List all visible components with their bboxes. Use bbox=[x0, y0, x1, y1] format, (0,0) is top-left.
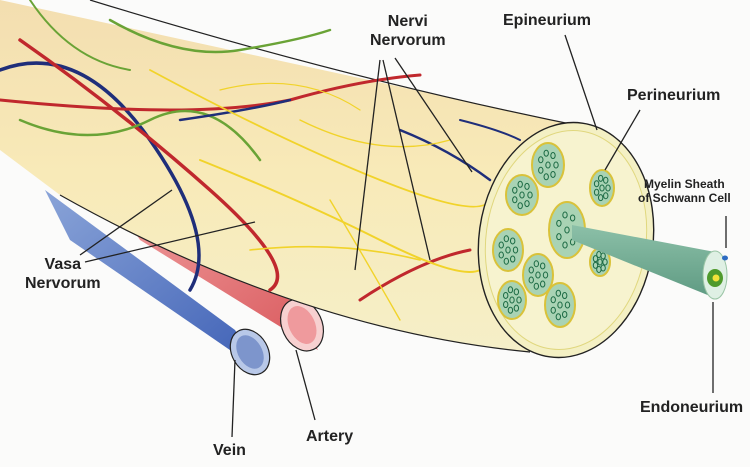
vessel-path bbox=[178, 98, 292, 122]
label-line: Nervorum bbox=[370, 32, 446, 50]
vessel-path bbox=[398, 128, 492, 182]
vessel-path bbox=[249, 245, 421, 261]
nerve-cross-section bbox=[477, 121, 655, 359]
vessel-path bbox=[358, 248, 472, 302]
label-artery: Artery bbox=[306, 428, 354, 445]
vessel-path bbox=[149, 69, 491, 208]
vessel-path bbox=[219, 82, 361, 111]
fascicle bbox=[505, 174, 539, 216]
label-nervi-nervorum: Nervi Nervorum bbox=[370, 12, 446, 50]
label-myelin-sheath: Myelin Sheath of Schwann Cell bbox=[638, 177, 731, 206]
label-vasa-nervorum: Vasa Nervorum bbox=[25, 255, 101, 293]
vessel-path bbox=[108, 18, 332, 54]
label-line: Nervi bbox=[387, 13, 428, 30]
label-line: Nervorum bbox=[25, 275, 101, 293]
label-line: Myelin Sheath bbox=[644, 177, 725, 191]
label-vein: Vein bbox=[213, 442, 246, 459]
label-line: of Schwann Cell bbox=[638, 191, 731, 206]
fascicle bbox=[589, 169, 615, 207]
label-perineurium: Perineurium bbox=[627, 87, 721, 104]
fascicle bbox=[589, 247, 611, 277]
leader-lines bbox=[79, 34, 727, 438]
fascicle bbox=[522, 253, 554, 297]
fascicle bbox=[492, 228, 524, 272]
fascicle bbox=[497, 280, 527, 320]
surface-vessels bbox=[0, 0, 521, 321]
label-epineurium: Epineurium bbox=[503, 12, 592, 29]
vessel-path bbox=[18, 38, 280, 292]
vessel-path bbox=[199, 159, 481, 273]
vessel-path bbox=[18, 109, 262, 162]
vessel-path bbox=[29, 0, 131, 71]
label-line: Vasa bbox=[44, 256, 82, 273]
nerve-trunk bbox=[0, 0, 591, 353]
axon-cone bbox=[572, 225, 728, 300]
vessel-path bbox=[459, 119, 521, 141]
vessel-path bbox=[299, 119, 451, 148]
fascicle bbox=[531, 142, 565, 188]
fascicle bbox=[544, 282, 576, 328]
vessel-path bbox=[329, 199, 401, 321]
label-endoneurium: Endoneurium bbox=[640, 399, 744, 416]
vein-vessel bbox=[45, 190, 271, 376]
